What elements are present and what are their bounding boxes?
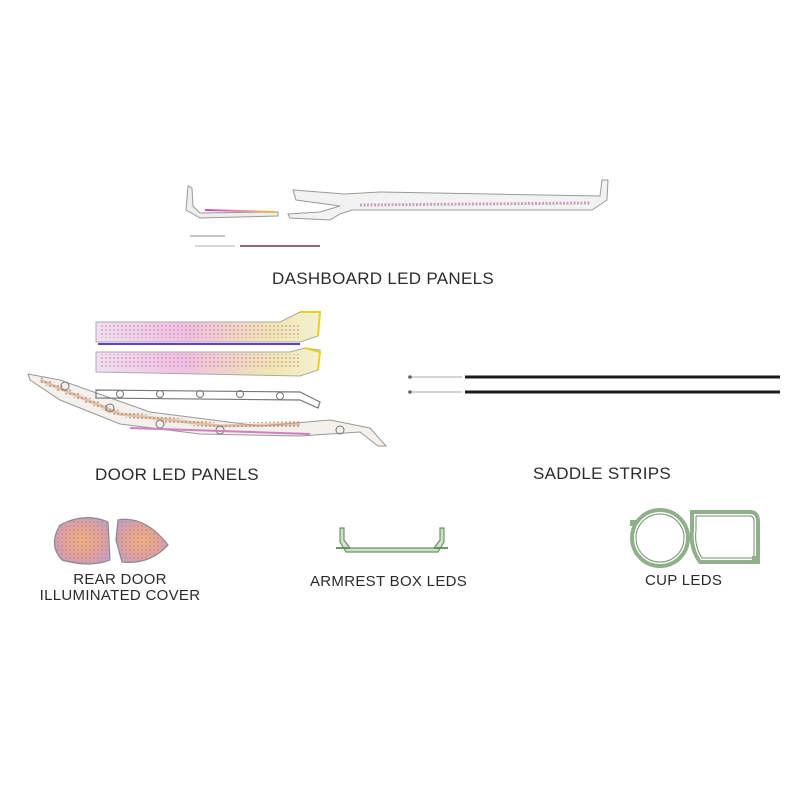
rear-door-cover-graphic	[53, 517, 169, 565]
armrest-box-leds-label: ARMREST BOX LEDS	[310, 573, 468, 590]
armrest-box-leds-graphic	[336, 527, 448, 553]
dashboard-led-panels-graphic	[185, 179, 609, 247]
rear-door-cover-label-line1: REAR DOOR	[73, 571, 167, 588]
saddle-strips-graphic	[408, 375, 780, 394]
rear-door-cover-label: REAR DOOR ILLUMINATED COVER	[20, 572, 220, 604]
rear-door-cover-label-line2: ILLUMINATED COVER	[39, 587, 201, 604]
cup-leds-graphic	[630, 508, 760, 568]
saddle-strips-label: SADDLE STRIPS	[533, 464, 672, 483]
door-led-panels-graphic	[27, 311, 388, 447]
dashboard-led-panels-label: DASHBOARD LED PANELS	[272, 269, 495, 288]
cup-leds-label: CUP LEDS	[645, 572, 723, 589]
door-led-panels-label: DOOR LED PANELS	[95, 465, 259, 484]
